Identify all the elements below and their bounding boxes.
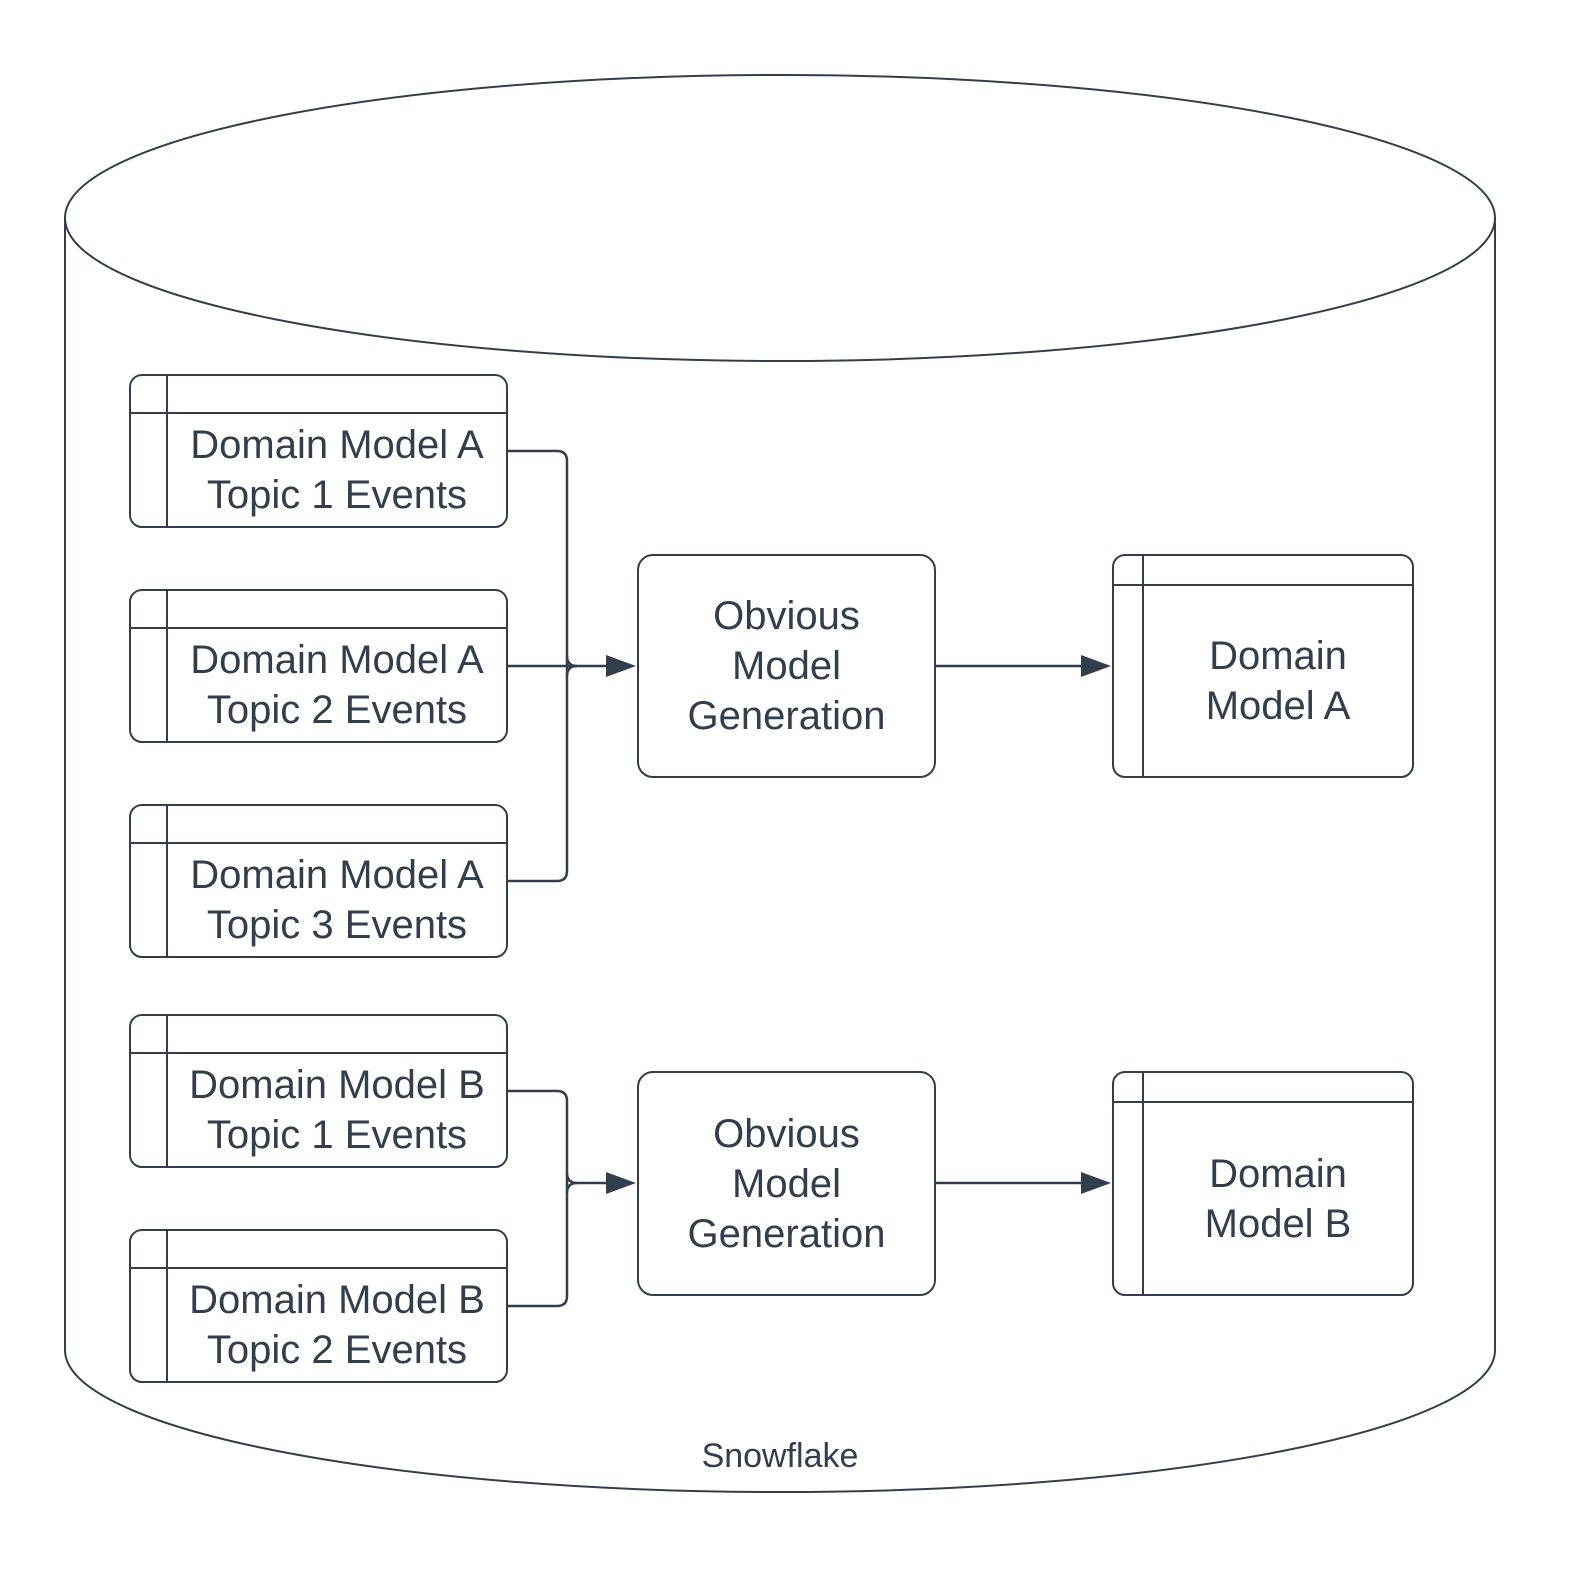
arrowhead-a-into-process bbox=[606, 655, 636, 677]
topic-b2-rect bbox=[129, 1229, 508, 1383]
cylinder-top-ellipse bbox=[64, 74, 1496, 362]
process-a-box bbox=[637, 554, 936, 778]
model-a-box bbox=[1112, 554, 1414, 778]
arrowhead-b-into-process bbox=[606, 1172, 636, 1194]
connector-group-b bbox=[507, 1089, 1111, 1308]
topic-a3-box bbox=[129, 804, 508, 958]
arrowhead-b-into-model bbox=[1081, 1172, 1111, 1194]
topic-b2-box bbox=[129, 1229, 508, 1383]
model-b-rect bbox=[1112, 1071, 1414, 1296]
topic-b1-rect bbox=[129, 1014, 508, 1168]
connector-group-a bbox=[507, 449, 1111, 883]
arrowhead-a-into-model bbox=[1081, 655, 1111, 677]
connector-b-bracket bbox=[507, 1089, 569, 1308]
topic-a2-rect bbox=[129, 589, 508, 743]
process-b-box bbox=[637, 1071, 936, 1296]
model-a-rect bbox=[1112, 554, 1414, 778]
topic-a1-box bbox=[129, 374, 508, 528]
topic-b1-box bbox=[129, 1014, 508, 1168]
topic-a2-box bbox=[129, 589, 508, 743]
topic-a3-rect bbox=[129, 804, 508, 958]
connector-a-junction-bottom-curve bbox=[565, 664, 578, 677]
connector-b-junction-bottom-curve bbox=[565, 1181, 578, 1194]
model-b-box bbox=[1112, 1071, 1414, 1296]
topic-a1-rect bbox=[129, 374, 508, 528]
